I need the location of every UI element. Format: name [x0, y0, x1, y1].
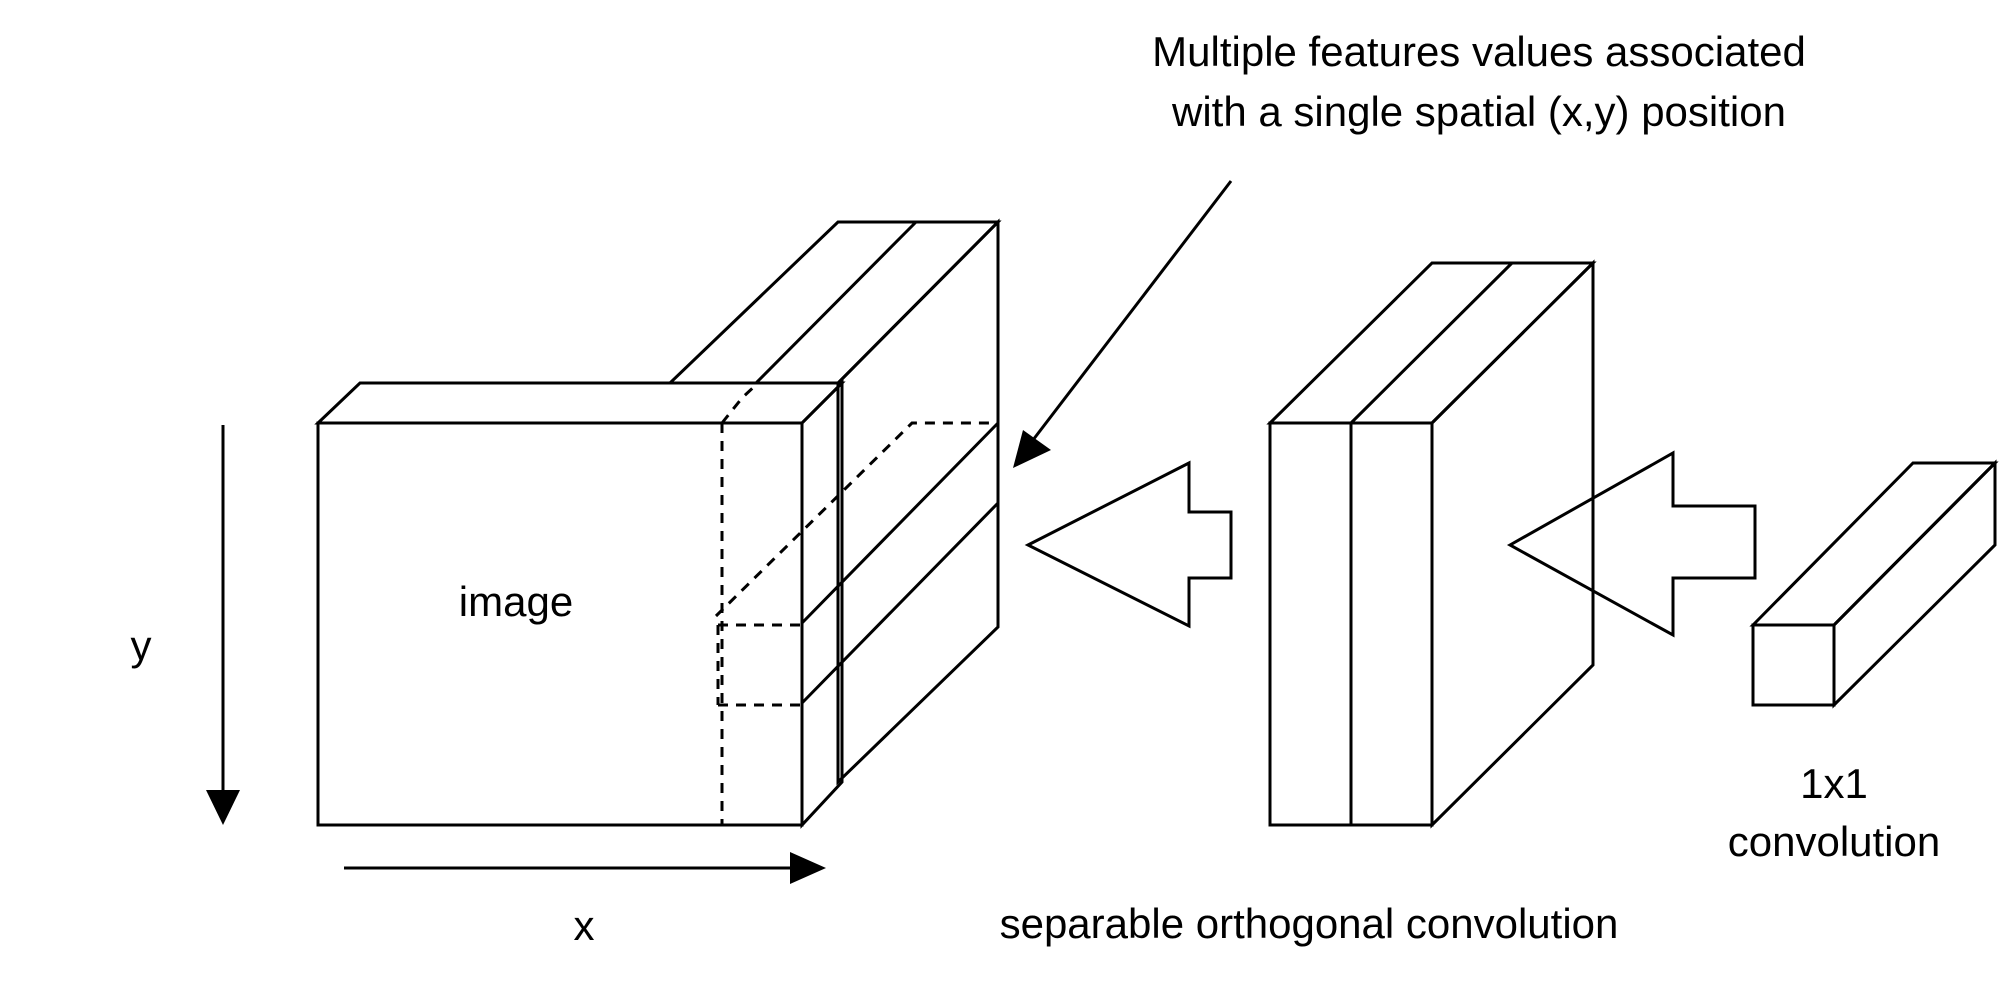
dashed-top-curve — [720, 381, 760, 424]
back-slab-inner-line-1 — [800, 421, 1000, 625]
sep-block-front-left — [1268, 421, 1353, 827]
annotation-line-1: Multiple features values associated — [1152, 28, 1806, 75]
dashed-diagonal-edge — [714, 421, 998, 618]
image-feature-stack: image — [314, 218, 1002, 829]
annotation: Multiple features values associated with… — [1013, 28, 1806, 468]
back-slab-inner-line-2 — [800, 501, 1000, 705]
conv1x1-front-face — [1751, 623, 1836, 707]
image-block — [314, 379, 846, 829]
annotation-pointer-line — [1031, 180, 1233, 441]
sep-block-top-divider — [1349, 261, 1514, 425]
conv1x1-block — [1749, 459, 1999, 709]
sep-block-front-right — [1349, 421, 1434, 827]
large-hollow-arrow-left — [1024, 460, 1233, 629]
conv1x1-label-line-1: 1x1 — [1800, 760, 1868, 807]
x-axis-arrowhead — [790, 852, 826, 884]
y-axis-label: y — [131, 622, 152, 669]
y-axis-arrowhead — [206, 790, 240, 825]
large-hollow-arrow-right — [1506, 450, 1757, 638]
separable-conv-block — [1266, 259, 1597, 829]
conv1x1-top-face — [1749, 461, 1999, 627]
annotation-line-2: with a single spatial (x,y) position — [1171, 88, 1786, 135]
conv1x1-label-line-2: convolution — [1728, 818, 1940, 865]
image-block-front-face — [316, 421, 804, 827]
x-axis-label: x — [574, 902, 595, 949]
back-slab-side-face — [836, 218, 1000, 786]
annotation-pointer-arrowhead — [1013, 430, 1051, 468]
conv1x1-side-face — [1832, 459, 1997, 709]
separable-label: separable orthogonal convolution — [1000, 900, 1619, 947]
hidden-edges — [714, 381, 998, 825]
image-block-top-face — [314, 381, 846, 425]
image-label: image — [459, 578, 573, 625]
axes: y x — [131, 425, 826, 949]
back-slab-top-divider — [754, 220, 918, 385]
